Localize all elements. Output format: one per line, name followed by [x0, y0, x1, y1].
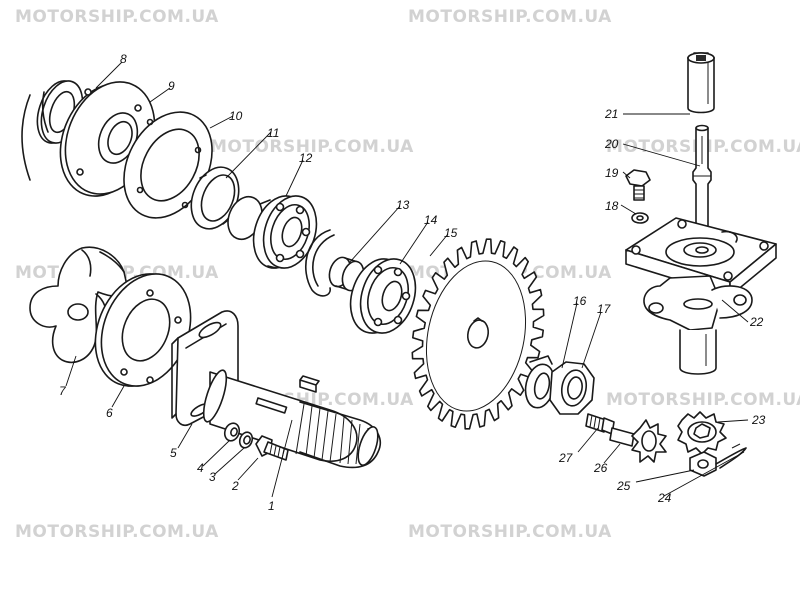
part-1-key: [299, 375, 320, 393]
part-17-nut: [549, 361, 595, 415]
assembly-curve: [21, 94, 31, 181]
label-11: 11: [267, 126, 279, 140]
part-12-bearing: [252, 195, 318, 269]
part-27-screw: [585, 413, 615, 435]
part-1-shaft: [202, 369, 382, 469]
label-8: 8: [120, 52, 127, 66]
label-21: 21: [604, 107, 618, 121]
part-19-bolt: [625, 169, 651, 201]
label-16: 16: [573, 294, 587, 308]
part-7-cam: [29, 246, 129, 364]
label-7: 7: [59, 384, 67, 398]
part-21-sleeve: [687, 52, 715, 114]
label-5: 5: [170, 446, 177, 460]
part-25-nut: [689, 451, 717, 477]
part-26-pinion: [609, 419, 667, 463]
label-1: 1: [268, 499, 275, 513]
label-27: 27: [558, 451, 574, 465]
label-12: 12: [299, 151, 313, 165]
label-18: 18: [605, 199, 619, 213]
label-20: 20: [604, 137, 619, 151]
label-22: 22: [749, 315, 764, 329]
label-23: 23: [751, 413, 766, 427]
part-13-circlip: [305, 229, 335, 297]
label-26: 26: [593, 461, 608, 475]
part-15-gear: [411, 238, 545, 430]
part-6-plate: [94, 273, 192, 387]
part-24-cotter-pin: [715, 443, 747, 469]
label-14: 14: [424, 213, 438, 227]
part-22-housing: [625, 217, 777, 375]
label-24: 24: [657, 491, 672, 505]
label-10: 10: [229, 109, 243, 123]
part-23-gear: [677, 411, 727, 455]
watermark-text: MOTORSHIP.COM.UA: [606, 390, 800, 410]
label-15: 15: [444, 226, 458, 240]
part-11-circlip: [190, 166, 240, 230]
label-17: 17: [597, 302, 612, 316]
part-14-bearing: [349, 258, 417, 334]
watermark-text: MOTORSHIP.COM.UA: [408, 7, 612, 27]
label-6: 6: [106, 406, 113, 420]
label-2: 2: [231, 479, 239, 493]
leader-lines: [65, 61, 749, 498]
label-4: 4: [197, 461, 204, 475]
watermark-text: MOTORSHIP.COM.UA: [408, 522, 612, 542]
part-18-washer: [631, 212, 649, 224]
part-labels: 1 2 3 4 5 6 7 8 9 10 11 12 13 14 15 16 1…: [59, 52, 766, 513]
part-2-bolt: [255, 435, 289, 461]
part-20-shaft: [692, 124, 712, 237]
part-3-lockwasher: [238, 431, 254, 449]
watermark-text: MOTORSHIP.COM.UA: [15, 522, 219, 542]
part-4-washer: [223, 422, 241, 442]
label-9: 9: [168, 79, 175, 93]
label-13: 13: [396, 198, 410, 212]
label-3: 3: [209, 470, 216, 484]
watermark-text: MOTORSHIP.COM.UA: [15, 7, 219, 27]
label-25: 25: [616, 479, 631, 493]
label-19: 19: [605, 166, 619, 180]
